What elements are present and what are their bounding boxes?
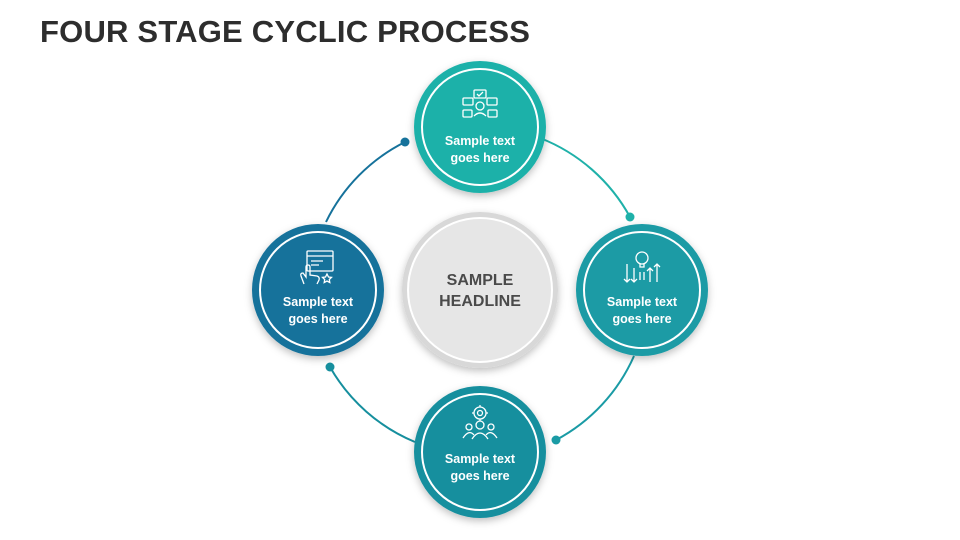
center-headline: SAMPLE HEADLINE	[420, 270, 540, 312]
connector-dot	[625, 212, 635, 222]
stage-circle-left	[252, 224, 384, 356]
stage-text-line: Sample text	[282, 295, 354, 309]
feedback-network-icon	[462, 89, 498, 118]
stage-text-line: goes here	[450, 469, 510, 483]
connector-dot	[400, 137, 410, 147]
connector-dot	[325, 362, 335, 372]
touch-screen-rating-icon	[300, 250, 334, 285]
stage-text-right: Sample text goes here	[587, 294, 697, 328]
center-headline-line: HEADLINE	[439, 293, 521, 310]
connector-left-top	[325, 141, 406, 223]
stage-text-line: goes here	[450, 151, 510, 165]
idea-growth-arrows-icon	[623, 251, 661, 283]
stage-text-line: Sample text	[444, 452, 516, 466]
stage-text-line: goes here	[612, 312, 672, 326]
stage-text-left: Sample text goes here	[263, 294, 373, 328]
stage-text-line: Sample text	[606, 295, 678, 309]
stage-text-line: Sample text	[444, 134, 516, 148]
stage-text-top: Sample text goes here	[425, 133, 535, 167]
center-circle	[402, 212, 558, 368]
stage-circle-right	[576, 224, 708, 356]
center-headline-line: SAMPLE	[446, 272, 514, 289]
connector-arcs	[325, 137, 635, 443]
team-gear-icon	[462, 405, 498, 440]
stage-circle-top	[414, 61, 546, 193]
slide-title: FOUR STAGE CYCLIC PROCESS	[40, 14, 531, 49]
connector-dot	[551, 435, 561, 445]
connector-top-right	[539, 137, 631, 218]
connector-right-bottom	[555, 355, 635, 441]
stage-text-line: goes here	[288, 312, 348, 326]
stage-circle-bottom	[414, 386, 546, 518]
connector-dots	[325, 137, 635, 445]
stage-text-bottom: Sample text goes here	[425, 451, 535, 485]
connector-bottom-left	[329, 366, 416, 443]
